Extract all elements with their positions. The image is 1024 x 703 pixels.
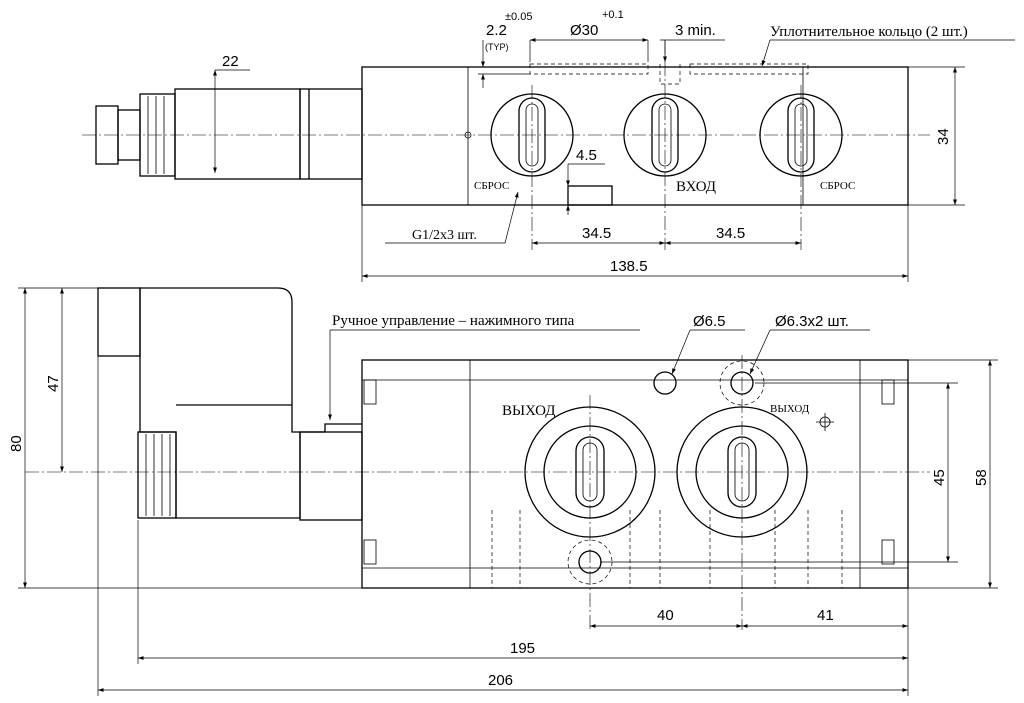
dim-195-label: 195 (510, 640, 535, 657)
dim-d6-5-label: Ø6.5 (693, 313, 726, 330)
dim-2-2-label: 2.2 (486, 22, 507, 39)
seal-ring-label: Уплотнительное кольцо (2 шт.) (770, 24, 968, 40)
top-exhaust-right-label: СБРОС (820, 180, 855, 192)
dim-34-5-left-label: 34.5 (582, 225, 611, 242)
dim-206-label: 206 (488, 672, 513, 689)
front-outlet-right-label: ВЫХОД (770, 403, 810, 415)
front-valve-body (361, 359, 909, 589)
dim-58-label: 58 (973, 469, 990, 486)
top-solenoid (95, 88, 363, 180)
dim-47-label: 47 (45, 375, 62, 392)
tolerance-0-05-label: ±0.05 (505, 11, 532, 23)
typ-label: (TYP) (485, 42, 509, 52)
top-inlet-label: ВХОД (676, 179, 716, 195)
manual-override-label: Ручное управление – нажимного типа (332, 313, 575, 329)
top-exhaust-left-label: СБРОС (474, 180, 509, 192)
dim-41-label: 41 (817, 607, 834, 624)
dim-138-5-label: 138.5 (610, 258, 648, 275)
front-outlet-left-label: ВЫХОД (502, 403, 555, 419)
top-view: 22 2.2 ±0.05 (TYP) Ø30 +0.1 3 min. Уплот… (82, 9, 1015, 282)
dim-40-label: 40 (657, 607, 674, 624)
front-view: Ручное управление – нажимного типа 47 80… (8, 287, 998, 696)
dim-80-label: 80 (8, 435, 25, 452)
tolerance-0-1-label: +0.1 (602, 9, 624, 21)
front-solenoid (97, 287, 363, 521)
dim-34-5-right-label: 34.5 (716, 225, 745, 242)
dim-3min-label: 3 min. (675, 22, 716, 39)
dim-22-label: 22 (222, 53, 239, 70)
dim-4-5-label: 4.5 (576, 147, 597, 164)
thread-label: G1/2х3 шт. (412, 228, 477, 243)
dim-34-label: 34 (935, 128, 952, 145)
dim-d30-label: Ø30 (570, 22, 598, 39)
dim-45-label: 45 (931, 469, 948, 486)
dim-d6-3x2-label: Ø6.3х2 шт. (775, 313, 849, 330)
